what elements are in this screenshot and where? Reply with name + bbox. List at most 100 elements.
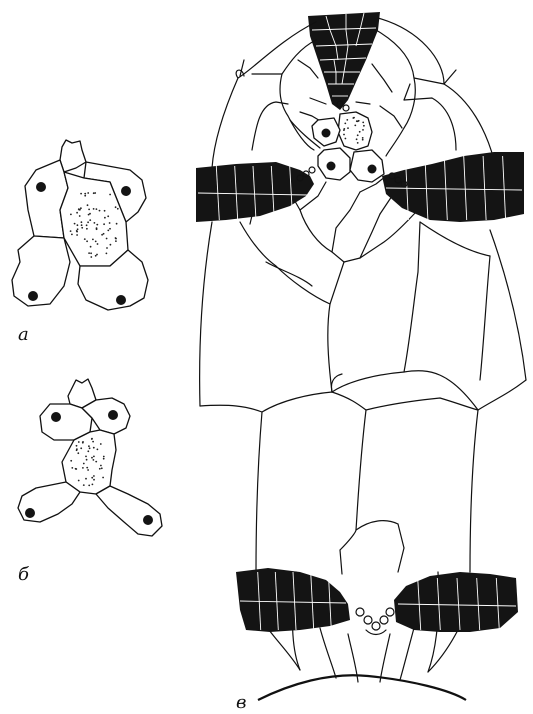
stipple-dot	[76, 448, 78, 450]
stipple-dot	[357, 134, 359, 136]
panel-c-nucleus-left	[322, 129, 331, 138]
stipple-dot	[95, 461, 97, 463]
stipple-dot	[358, 120, 360, 122]
stipple-dot	[81, 224, 83, 226]
stipple-dot	[81, 227, 83, 229]
stipple-dot	[87, 192, 89, 194]
stipple-dot	[89, 219, 91, 221]
stipple-dot	[354, 125, 356, 127]
stipple-dot	[90, 246, 92, 248]
panel-c-lower-dark-band-right	[394, 572, 518, 632]
stipple-dot	[93, 475, 95, 477]
stipple-dot	[82, 442, 84, 444]
stipple-dot	[347, 127, 349, 129]
stipple-dot	[76, 231, 78, 233]
stipple-dot	[88, 214, 90, 216]
stipple-dot	[80, 207, 82, 209]
stipple-dot	[93, 208, 95, 210]
stipple-dot	[363, 125, 365, 127]
stipple-dot	[90, 256, 92, 258]
stipple-dot	[110, 244, 112, 246]
stipple-dot	[346, 119, 348, 121]
panel-c-nucleus-lower-right	[368, 165, 377, 174]
stipple-dot	[103, 233, 105, 235]
stipple-dot	[104, 217, 106, 219]
stipple-dot	[79, 215, 81, 217]
stipple-dot	[78, 208, 80, 210]
stipple-dot	[75, 468, 77, 470]
stipple-dot	[88, 445, 90, 447]
stipple-dot	[356, 138, 358, 140]
stipple-dot	[109, 194, 111, 196]
stipple-dot	[103, 456, 105, 458]
stipple-dot	[86, 224, 88, 226]
stipple-dot	[93, 447, 95, 449]
stipple-dot	[82, 467, 84, 469]
stipple-dot	[87, 221, 89, 223]
stipple-dot	[106, 253, 108, 255]
panel-b-lower-right-cell	[96, 486, 162, 536]
stipple-dot	[76, 234, 78, 236]
panel-c-embryo	[196, 12, 526, 700]
stipple-dot	[90, 252, 92, 254]
panel-a-top-cell	[60, 140, 86, 172]
stipple-dot	[91, 438, 93, 440]
stipple-dot	[101, 234, 103, 236]
stipple-dot	[95, 241, 97, 243]
panel-b-cell-cluster	[18, 379, 162, 536]
stipple-dot	[115, 206, 117, 208]
stipple-dot	[362, 137, 364, 139]
stipple-dot	[81, 221, 83, 223]
panel-label-a: a	[18, 324, 29, 345]
stipple-dot	[362, 122, 364, 124]
stipple-dot	[85, 478, 87, 480]
stipple-dot	[83, 463, 85, 465]
panel-a-nucleus-lower-left	[28, 291, 38, 301]
stipple-dot	[109, 228, 111, 230]
panel-b-nucleus-upper-left	[51, 412, 61, 422]
stipple-dot	[96, 208, 98, 210]
stipple-dot	[100, 443, 102, 445]
stipple-dot	[93, 192, 95, 194]
stipple-dot	[80, 193, 82, 195]
stipple-dot	[70, 460, 72, 462]
stipple-dot	[76, 445, 78, 447]
panel-a-lower-left-cell	[12, 236, 70, 306]
stipple-dot	[353, 117, 355, 119]
stipple-dot	[83, 484, 85, 486]
stipple-dot	[95, 255, 97, 257]
panel-a-nucleus-upper-right	[121, 186, 131, 196]
panel-label-c: в	[236, 692, 246, 713]
stipple-dot	[86, 459, 88, 461]
stipple-dot	[93, 456, 95, 458]
panel-a-cell-cluster	[12, 140, 148, 310]
stipple-dot	[107, 215, 109, 217]
stipple-dot	[99, 468, 101, 470]
panel-b-nucleus-lower-right	[143, 515, 153, 525]
stipple-dot	[86, 228, 88, 230]
stipple-dot	[106, 247, 108, 249]
stipple-dot	[88, 252, 90, 254]
panel-c-bottom-baseline	[258, 675, 466, 700]
stipple-dot	[78, 441, 80, 443]
stipple-dot	[100, 465, 102, 467]
stipple-dot	[96, 224, 98, 226]
panel-a-nucleus-upper-left	[36, 182, 46, 192]
stipple-dot	[87, 450, 89, 452]
panel-c-central-dotted-cell	[338, 112, 372, 150]
stipple-dot	[103, 458, 105, 460]
stipple-dot	[93, 479, 95, 481]
stipple-dot	[357, 142, 359, 144]
stipple-dot	[96, 254, 98, 256]
stipple-dot	[80, 447, 82, 449]
stipple-dot	[117, 208, 119, 210]
panel-c-central-lower-right-cell	[350, 150, 384, 182]
stipple-dot	[70, 214, 72, 216]
stipple-dot	[84, 193, 86, 195]
stipple-dot	[94, 222, 96, 224]
stipple-dot	[93, 459, 95, 461]
stipple-dot	[97, 449, 99, 451]
stipple-dot	[89, 447, 91, 449]
stipple-dot	[107, 230, 109, 232]
panel-c-nucleus-lower-left	[327, 162, 336, 171]
